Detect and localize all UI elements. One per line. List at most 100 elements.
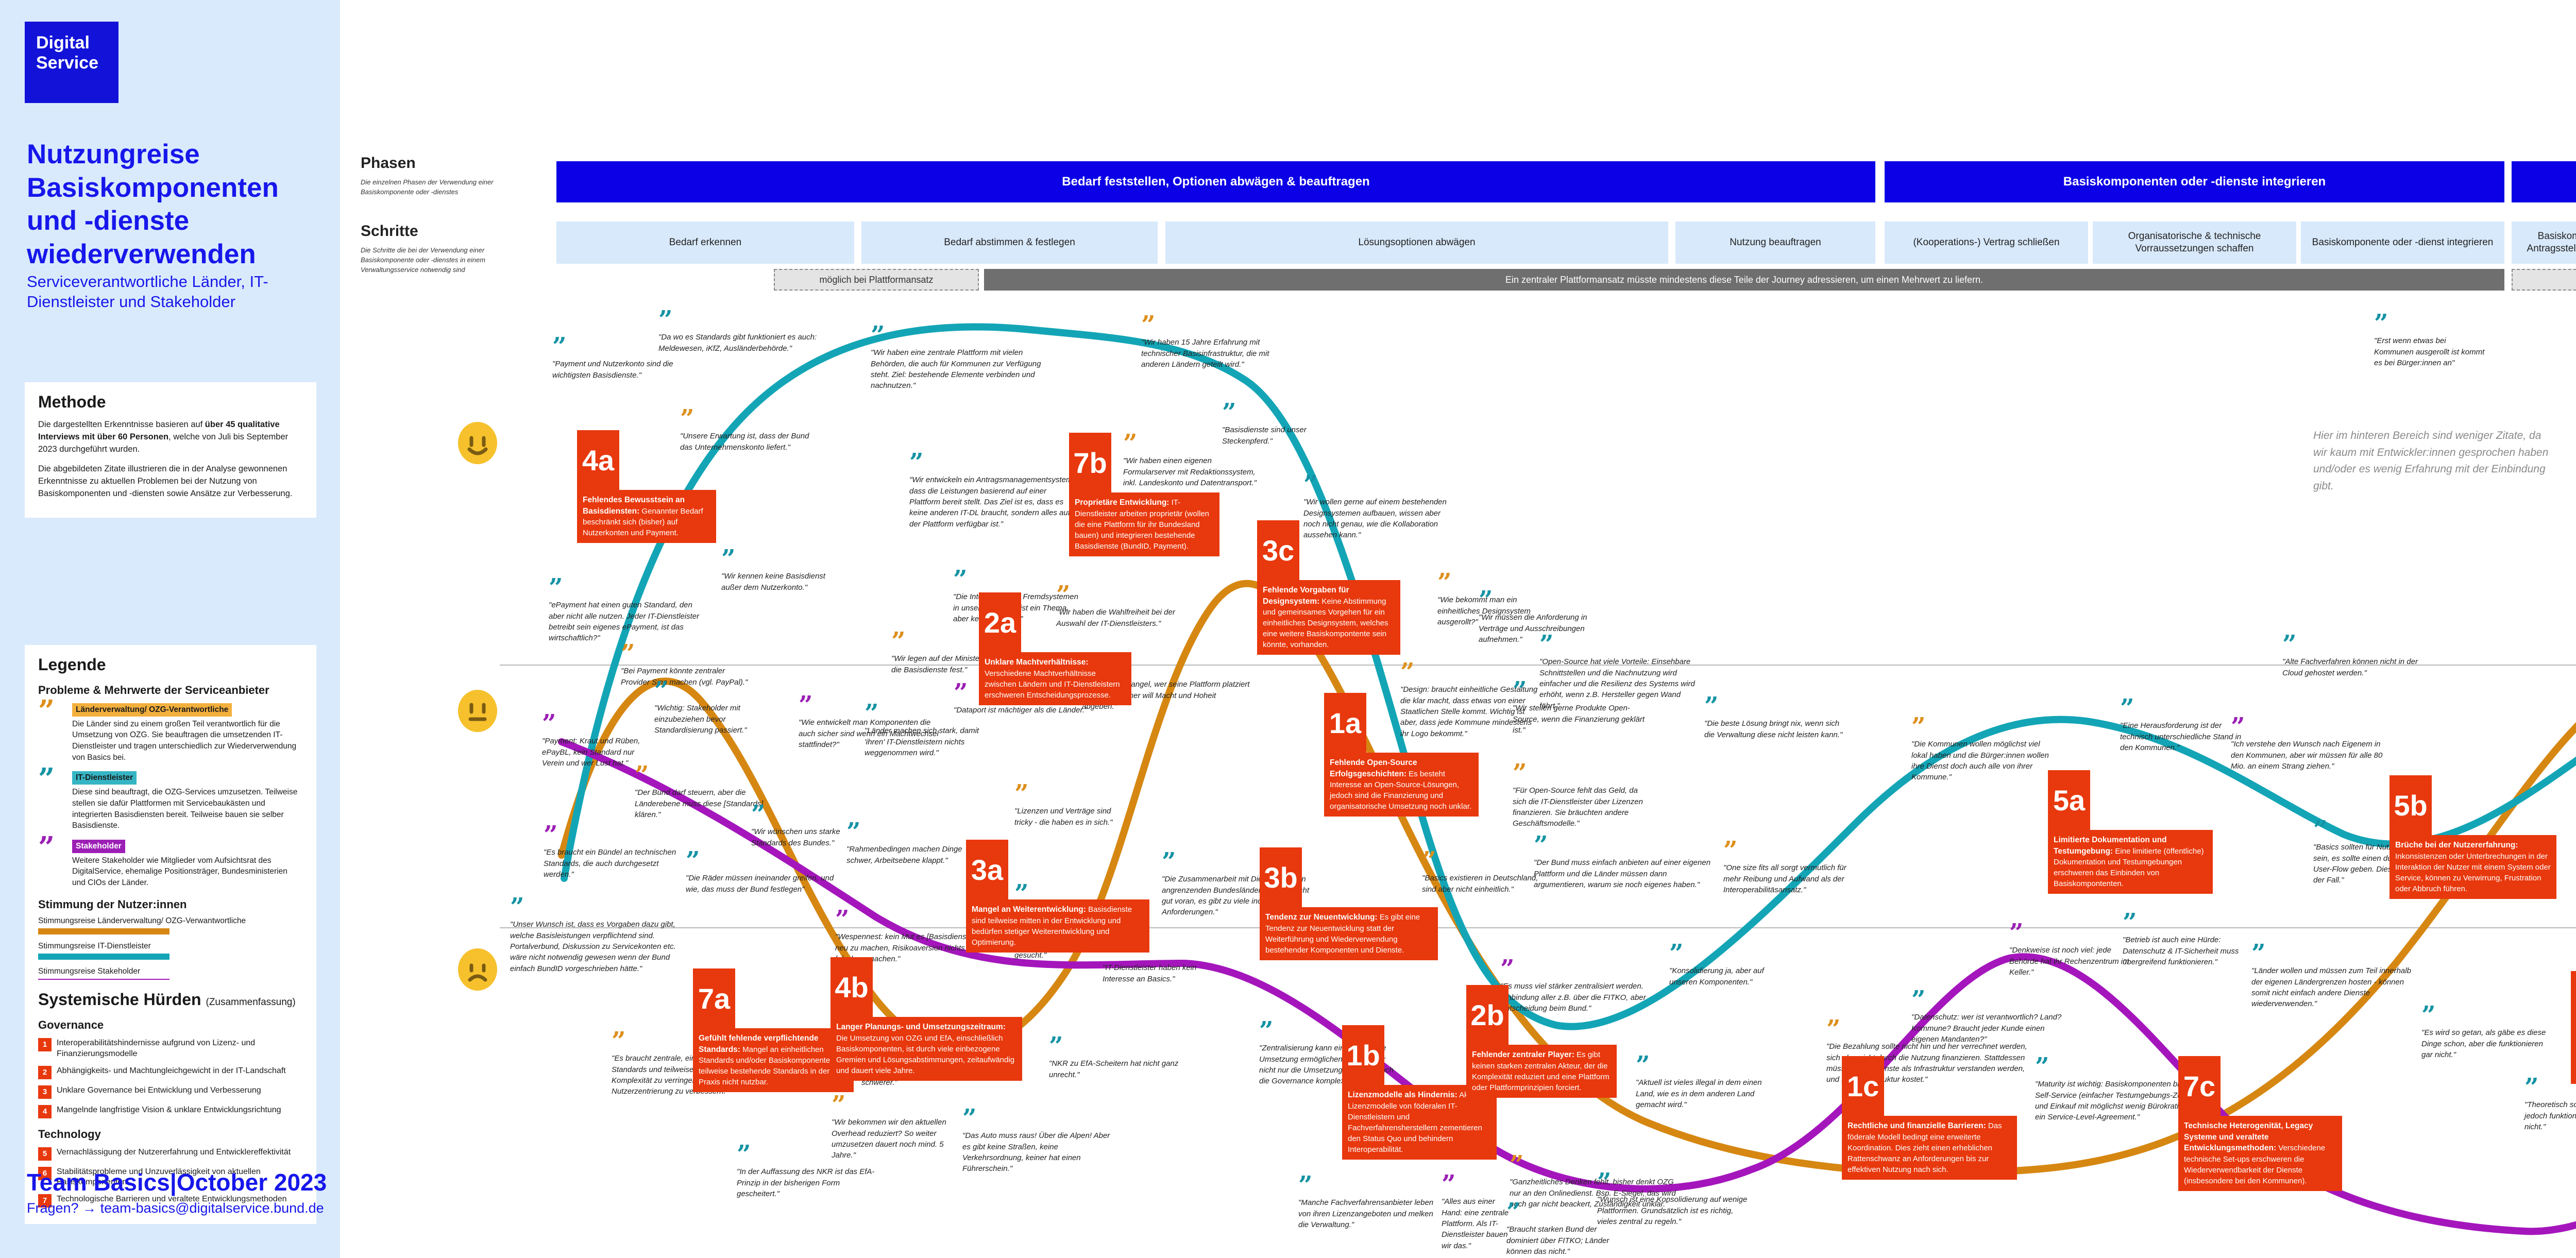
quote-icon: ” <box>1704 692 1719 721</box>
quote-icon: ” <box>2035 1052 2049 1081</box>
legend-badge: IT-Dienstleister <box>72 771 137 785</box>
quote-icon: ” <box>1723 836 1738 865</box>
quote-icon: ” <box>1534 831 1548 860</box>
hurdle-card-7c: 7c Technische Heterogenität, Legacy Syst… <box>2178 1056 2342 1192</box>
quote-icon: ” <box>909 448 924 477</box>
quote-itdl: ”"NKR zu EfA-Scheitern hat nicht ganz un… <box>1049 1034 1196 1080</box>
step-box-3[interactable]: Lösungsoptionen abwägen <box>1165 222 1668 264</box>
quote-stake: ”"Wie entwickelt man Komponenten die auc… <box>799 693 945 750</box>
quote-icon: ” <box>686 846 700 875</box>
quote-stake: ”"Denkweise ist noch viel: jede Behörde … <box>2009 921 2136 978</box>
step-box-8[interactable]: Basiskomponente oder -dienst den Antrags… <box>2512 222 2576 264</box>
quote-icon: ” <box>2231 712 2245 741</box>
quote-icon: ” <box>549 573 563 602</box>
hurdle-number: 4 <box>38 1104 52 1118</box>
quote-lander: ”"Basics existieren in Deutschland, sind… <box>1422 848 1548 895</box>
quote-icon: ” <box>2524 1073 2539 1102</box>
hurdle-card-5b: 5b Brüche bei der Nutzererfahrung: Inkon… <box>2389 775 2556 899</box>
quote-itdl: ”"Wir wollen gerne auf einem bestehenden… <box>1303 472 1455 541</box>
quote-lander: ”"Wir haben einen eigenen Formularserver… <box>1123 429 1258 488</box>
quote-icon: ” <box>1500 955 1515 983</box>
quote-itdl: ”"Maturity ist wichtig: Basiskomponenten… <box>2035 1052 2208 1123</box>
hurdle-card-text: Fehlende Vorgaben für Designsystem: Kein… <box>1257 580 1400 655</box>
hurdle-card-2a: 2a Unklare Machtverhältnisse: Verschiede… <box>979 592 1131 705</box>
quote-icon: ” <box>1506 1198 1521 1227</box>
systemische-huerden-box: Systemische Hürden (Zusammenfassung) Gov… <box>25 980 316 1225</box>
quote-itdl: ”"Wunsch ist eine Konsolidierung auf wen… <box>1597 1168 1748 1226</box>
quote-icon: ” <box>510 893 524 922</box>
quote-icon: ” <box>1826 1015 1841 1044</box>
footer-contact-link[interactable]: Fragen? → team-basics@digitalservice.bun… <box>27 1200 324 1216</box>
quote-icon: ” <box>962 1104 977 1133</box>
quote-icon: ” <box>832 1091 846 1119</box>
hurdle-card-3b: 3b Tendenz zur Neuentwicklung: Es gibt e… <box>1260 847 1438 960</box>
platform-left-box: möglich bei Plattformansatz <box>774 269 979 291</box>
hurdle-card-text: Fehlender zentraler Player: Es gibt kein… <box>1466 1045 1617 1098</box>
hurdle-card-3c: 3c Fehlende Vorgaben für Designsystem: K… <box>1257 520 1400 655</box>
step-box-2[interactable]: Bedarf abstimmen & festlegen <box>861 222 1158 264</box>
quote-lander: ”"Wir bekommen wir den aktuellen Overhea… <box>832 1091 958 1161</box>
quote-stake: ”"Es braucht ein Bündel an technischen S… <box>544 823 690 880</box>
hurdle-card-text: Limitierte Dokumentation und Testumgebun… <box>2048 830 2213 894</box>
phasen-sub: Die einzelnen Phasen der Verwendung eine… <box>361 178 494 196</box>
quote-icon: ” <box>552 332 567 361</box>
curve-it-dienstleister <box>561 323 2576 1030</box>
phase-bar-2[interactable]: Basiskomponenten oder -dienste integrier… <box>1885 161 2504 202</box>
hurdle-card-2b: 2b Fehlender zentraler Player: Es gibt k… <box>1466 985 1617 1098</box>
platform-right-box: möglich bei Plattformansatz <box>2512 269 2576 291</box>
phase-bar-1[interactable]: Bedarf feststellen, Optionen abwägen & b… <box>556 161 1875 202</box>
quote-icon: ” <box>1442 1170 1456 1199</box>
quote-icon: ” <box>680 404 694 433</box>
methode-p2: Die abgebildeten Zitate illustrieren die… <box>38 464 293 498</box>
step-box-7[interactable]: Basiskomponente oder -dienst integrieren <box>2301 222 2504 264</box>
hurdle-card-1a: 1a Fehlende Open-Source Erfolgsgeschicht… <box>1324 693 1479 817</box>
legende-heading: Legende <box>38 655 106 674</box>
quote-icon: ” <box>1222 398 1236 427</box>
hurdle-card-3a: 3a Mangel an Weiterentwicklung: Basisdie… <box>966 840 1149 953</box>
hurdle-card-number: 7c <box>2178 1056 2221 1116</box>
quote-icon: ” <box>654 676 669 705</box>
hurdle-card-text: Tendenz zur Neuentwicklung: Es gibt eine… <box>1260 907 1438 960</box>
hurdle-card-4b: 4b Langer Planungs- und Umsetzungszeitra… <box>831 957 1022 1081</box>
hurdle-number: 3 <box>38 1085 52 1099</box>
quote-itdl: ”"Länder machen sich stark, damit 'ihren… <box>865 701 986 758</box>
quote-icon: ” <box>2282 630 2297 659</box>
sentiment-color-bar <box>38 928 170 934</box>
few-quotes-note: Hier im hinteren Bereich sind weniger Zi… <box>2313 430 2549 492</box>
hurdle-card-number: 2a <box>979 592 1021 652</box>
quote-icon: ” <box>1123 429 1138 458</box>
quote-itdl: ”"Payment und Nutzerkonto sind die wicht… <box>552 332 681 381</box>
phase-bar-3[interactable]: Basiskomponenten oder -dienste anbieten … <box>2512 161 2576 202</box>
hurdle-card-number: 5b <box>2389 775 2432 835</box>
hurdle-number: 7 <box>38 1194 52 1208</box>
hurdle-card-number: 6a <box>2571 971 2576 1031</box>
step-box-5[interactable]: (Kooperations-) Vertrag schließen <box>1885 222 2088 264</box>
quote-icon: ” <box>846 818 861 846</box>
quote-itdl: ”"Datenschutz: wer ist verantwortlich? L… <box>1911 988 2063 1045</box>
quote-icon: ” <box>737 1140 751 1169</box>
quote-itdl: ”"Eine Herausforderung ist der technisch… <box>2120 696 2255 753</box>
quote-itdl: ”"Aktuell ist vieles illegal in dem eine… <box>1636 1053 1771 1110</box>
quote-icon: ” <box>2374 309 2388 338</box>
gridline-2 <box>500 927 2576 928</box>
quote-icon: ” <box>1056 581 1071 609</box>
step-box-6[interactable]: Organisatorische & technische Vorrausset… <box>2093 222 2296 264</box>
quote-icon: ” <box>891 627 906 656</box>
quote-lander: ”"Ganzheitliches Denken fehlt, bisher de… <box>1510 1152 1682 1210</box>
step-box-1[interactable]: Bedarf erkennen <box>556 222 854 264</box>
step-box-4[interactable]: Nutzung beauftragen <box>1675 222 1875 264</box>
quote-itdl: ”"Wir müssen die Anforderung in Verträge… <box>1479 588 1618 645</box>
quote-lander: ”"Wir haben 15 Jahre Erfahrung mit techn… <box>1141 313 1293 370</box>
quote-icon: ” <box>751 800 766 829</box>
quote-icon: ” <box>1014 879 1029 908</box>
hurdle-card-number: 3b <box>1260 847 1302 907</box>
page-subtitle: Serviceverantwortliche Länder, IT-Dienst… <box>27 273 268 311</box>
quote-itdl: ”"Wir haben eine zentrale Plattform mit … <box>871 323 1043 392</box>
quote-icon: ” <box>1513 676 1527 705</box>
